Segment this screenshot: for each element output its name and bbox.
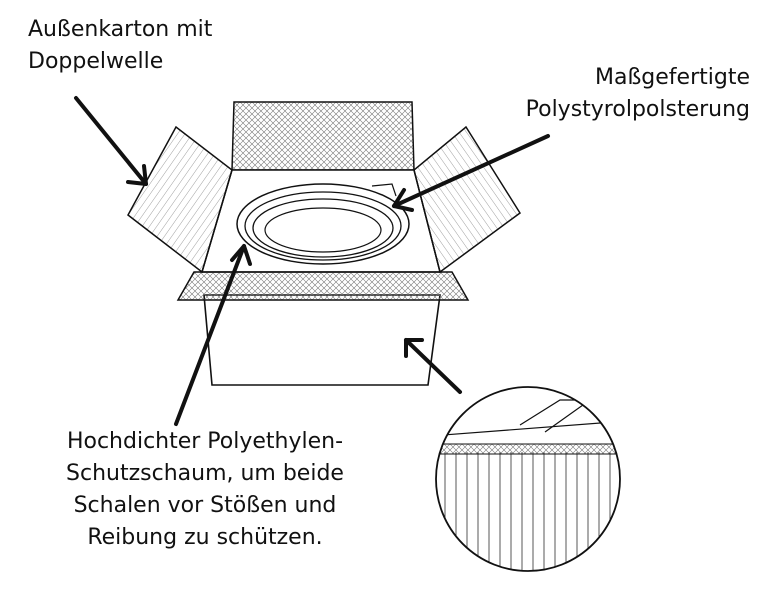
arrow-polystyrene	[392, 134, 550, 208]
polystyrene-padding	[236, 183, 410, 265]
arrow-detail	[404, 338, 462, 394]
front-flap	[176, 271, 470, 301]
label-polystyrene: Maßgefertigte Polystyrolpolsterung	[525, 65, 750, 122]
arrow-outer-box	[74, 96, 148, 186]
arrows	[74, 96, 550, 426]
label-outer-box: Außenkarton mit Doppelwelle	[28, 17, 213, 74]
arrow-polystyrene-head	[392, 188, 414, 212]
label-polyethylene: Hochdichter Polyethylen- Schutzschaum, u…	[66, 429, 344, 550]
arrow-polyethylene	[174, 244, 246, 426]
back-flap	[231, 101, 415, 171]
corrugated-detail-circle	[435, 386, 621, 572]
arrow-detail-head	[404, 338, 424, 358]
arrow-outer-box-head	[126, 164, 148, 186]
arrow-polyethylene-head	[230, 244, 252, 266]
